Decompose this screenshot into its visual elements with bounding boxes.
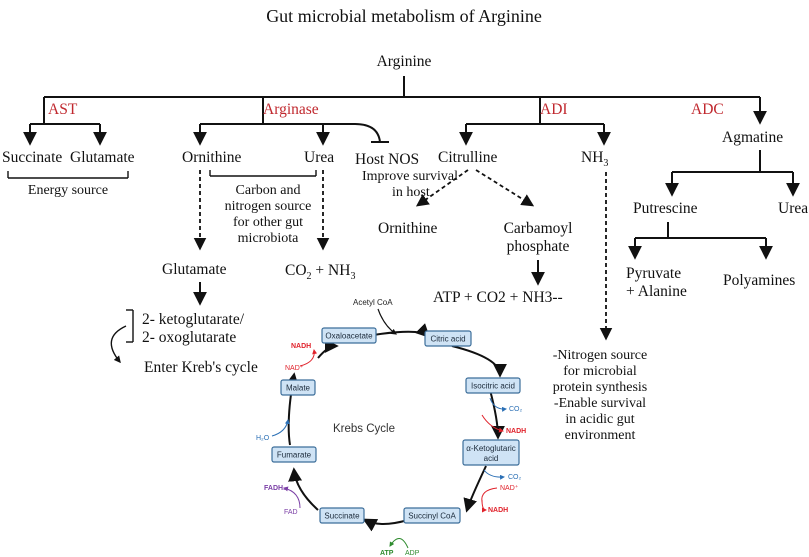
krebs-box-succinate: Succinate [319,507,365,524]
svg-text:Citric acid: Citric acid [430,335,465,344]
carbamoyl-line-1: Carbamoyl [504,220,573,237]
host-nos-label: Host NOS [355,151,419,168]
succinate-label: Succinate [2,149,62,166]
svg-text:Fumarate: Fumarate [277,451,312,460]
carbon-source-line-4: microbiota [238,231,299,246]
arginase-branch: Ornithine Urea Host NOS Improve survival… [110,123,458,376]
krebs-box-isocitric-acid: Isocitric acid [465,377,521,394]
fad-label: FAD [284,509,298,516]
atp-label: ATP [380,550,394,557]
carbon-source-line-1: Carbon and [236,183,301,198]
glutamate-label: Glutamate [70,149,135,166]
improve-survival-line-1: Improve survival [362,169,458,184]
agmatine-label: Agmatine [722,129,783,146]
svg-text:Succinyl CoA: Succinyl CoA [408,512,456,521]
nad-label-2: NAD⁺ [500,484,519,492]
nitrogen-source-line-5: in acidic gut [565,412,634,427]
ornithine-2-label: Ornithine [378,220,438,237]
svg-text:α-Ketoglutaric: α-Ketoglutaric [466,444,516,453]
nitrogen-source-line-1: -Nitrogen source [553,348,647,363]
carbon-source-line-2: nitrogen source [225,199,312,214]
enzyme-adi: ADI [540,101,568,118]
ornithine-label: Ornithine [182,149,242,166]
h2o-label: H₂O [256,435,270,442]
enzyme-arginase: Arginase [263,101,319,118]
svg-text:Succinate: Succinate [324,512,360,521]
nh3-label: NH3 [581,149,608,169]
main-branch-lines [43,76,767,125]
carbon-source-line-3: for other gut [233,215,303,230]
svg-text:Oxaloacetate: Oxaloacetate [325,332,373,341]
nadh-label-1: NADH [291,343,311,350]
krebs-box-fumarate: Fumarate [271,446,317,463]
co2-nh3-label: CO2 + NH3 [285,262,355,282]
nad-label-1: NAD⁺ [285,364,304,372]
putrescine-label: Putrescine [633,200,698,217]
adp-label: ADP [405,550,420,557]
co2-label-1: CO₂ [509,406,523,413]
urea-2-label: Urea [778,200,808,217]
svg-text:acid: acid [484,454,499,463]
urea-label: Urea [304,149,334,166]
ketoglutarate-line-1: 2- ketoglutarate/ [142,311,245,328]
nitrogen-source-line-4: -Enable survival [554,396,646,411]
svg-text:Malate: Malate [286,384,311,393]
fadh2-label: FADH₂ [264,485,286,492]
carbamoyl-line-2: phosphate [507,238,570,255]
krebs-box-malate: Malate [280,379,316,396]
ast-branch: Succinate Glutamate Energy source [2,123,135,198]
pyruvate-line-2: + Alanine [626,283,687,300]
nitrogen-source-line-3: protein synthesis [553,380,648,395]
adi-branch: Citrulline NH3 Ornithine Carbamoyl phosp… [378,123,648,443]
enzyme-adc: ADC [691,101,724,118]
arginine-label: Arginine [377,53,432,70]
ketoglutarate-line-2: 2- oxoglutarate [142,329,236,346]
pyruvate-line-1: Pyruvate [626,265,681,282]
energy-source-label: Energy source [28,183,108,198]
co2-label-2: CO₂ [508,474,522,481]
krebs-cycle-label: Krebs Cycle [333,423,395,435]
enzyme-ast: AST [48,101,78,118]
adc-branch: Agmatine Putrescine Urea Pyruvate + Alan… [626,129,808,300]
nitrogen-source-line-2: for microbial [563,364,637,379]
svg-text:Isocitric acid: Isocitric acid [471,382,515,391]
improve-survival-line-2: in host [392,185,430,200]
nadh-label-2: NADH [506,428,526,435]
krebs-box-alpha-ketoglutaric: α-Ketoglutaric acid [462,439,520,466]
krebs-box-succinyl-coa: Succinyl CoA [403,507,461,524]
glutamate-2-label: Glutamate [162,261,227,278]
krebs-box-citric-acid: Citric acid [424,330,472,347]
krebs-cycle: Krebs Cycle Acetyl CoA Oxaloacetate Citr… [256,298,526,557]
enter-krebs-label: Enter Kreb's cycle [144,359,258,376]
nadh-label-3: NADH [488,507,508,514]
polyamines-label: Polyamines [723,272,795,289]
acetyl-coa-label: Acetyl CoA [353,298,393,307]
nitrogen-source-line-6: environment [565,428,636,443]
krebs-box-oxaloacetate: Oxaloacetate [321,327,377,344]
citrulline-label: Citrulline [438,149,498,166]
diagram-title: Gut microbial metabolism of Arginine [266,6,542,26]
atp-co2-nh3-label: ATP + CO2 + NH3-- [433,289,563,306]
